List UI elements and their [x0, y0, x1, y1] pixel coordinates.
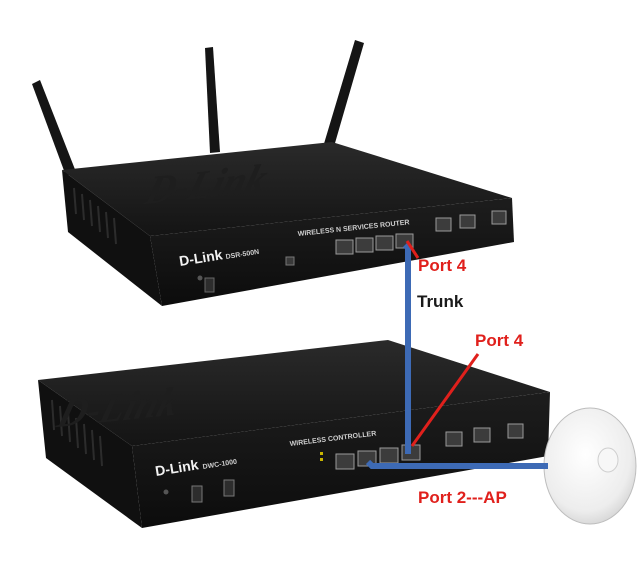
router-lan-ports — [335, 233, 414, 255]
router-brand-label: D-Link — [178, 246, 224, 269]
controller-port-label: Port 4 — [475, 331, 524, 350]
antenna-left — [32, 80, 76, 176]
router-reset-button — [285, 256, 295, 266]
access-point-body — [543, 407, 637, 525]
antenna-middle — [205, 47, 220, 153]
ap-cable — [365, 459, 548, 469]
access-point — [543, 407, 637, 525]
router-side-vents — [73, 187, 117, 245]
controller-top-face — [38, 340, 550, 446]
controller-port-callout-line — [410, 353, 480, 447]
callouts — [405, 240, 480, 447]
controller-brand-label: D-Link — [154, 456, 200, 479]
controller-lan-leds — [320, 452, 323, 461]
router-port-callout-line — [405, 240, 420, 259]
router-usb-port — [204, 277, 215, 293]
controller-usb-port-2 — [223, 479, 235, 497]
controller-side-face — [38, 380, 142, 528]
router-device: D-Link D-Link DSR-500N WIRELESS N SERVIC… — [32, 40, 514, 306]
router-side-face — [62, 170, 162, 306]
controller-wan-ports — [445, 423, 524, 447]
router-power-led — [197, 275, 203, 281]
router-front-face — [150, 198, 514, 306]
router-wan-ports — [435, 210, 507, 232]
access-point-center — [597, 447, 619, 473]
controller-side-vents — [51, 399, 103, 467]
controller-usb-port-1 — [191, 485, 203, 503]
antenna-right — [323, 40, 364, 150]
ap-port-label: Port 2---AP — [418, 488, 507, 507]
cables — [365, 242, 548, 469]
trunk-label: Trunk — [417, 292, 464, 311]
router-port-label: Port 4 — [418, 256, 467, 275]
controller-power-led — [163, 489, 169, 495]
trunk-cable — [402, 242, 411, 454]
router-top-face — [62, 142, 512, 236]
